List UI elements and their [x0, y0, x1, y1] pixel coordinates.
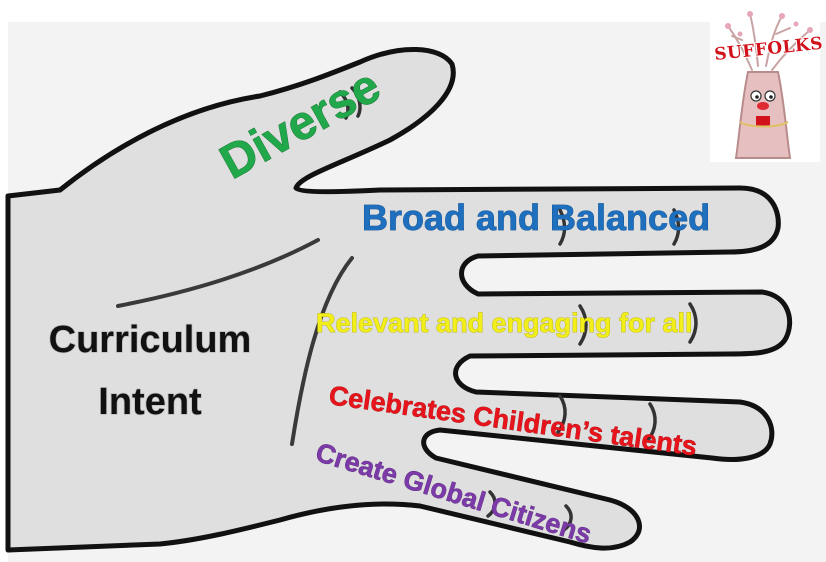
- intent-label: Intent: [98, 381, 202, 423]
- pinky-knuckle-a: [486, 490, 497, 518]
- tree-book-icon: [756, 116, 770, 126]
- ring-knuckle-b: [646, 402, 657, 442]
- index-knuckle-a: [558, 208, 567, 246]
- hand-outline: [5, 46, 793, 553]
- tree-trunk-icon: [734, 71, 792, 159]
- palm-crease-life: [290, 256, 354, 446]
- index-knuckle-b: [672, 208, 681, 246]
- curriculum-label: Curriculum: [49, 319, 252, 361]
- ring-knuckle-a: [556, 394, 567, 434]
- suffolks-logo: SUFFOLKS: [710, 8, 825, 162]
- blossom-dots: [725, 11, 813, 37]
- palm-crease-upper: [116, 238, 320, 308]
- tree-branches-icon: [727, 13, 811, 71]
- middle-knuckle-b: [688, 302, 698, 344]
- knuckle-marks: [338, 86, 698, 532]
- relevant-engaging-label: Relevant and engaging for all: [316, 308, 693, 338]
- thumb-knuckle-b: [350, 86, 362, 118]
- tree-nose-icon: [757, 102, 769, 110]
- thumb-knuckle-a: [338, 90, 350, 120]
- broad-balanced-label: Broad and Balanced: [362, 197, 710, 238]
- pinky-knuckle-b: [562, 504, 573, 532]
- middle-knuckle-a: [578, 304, 588, 346]
